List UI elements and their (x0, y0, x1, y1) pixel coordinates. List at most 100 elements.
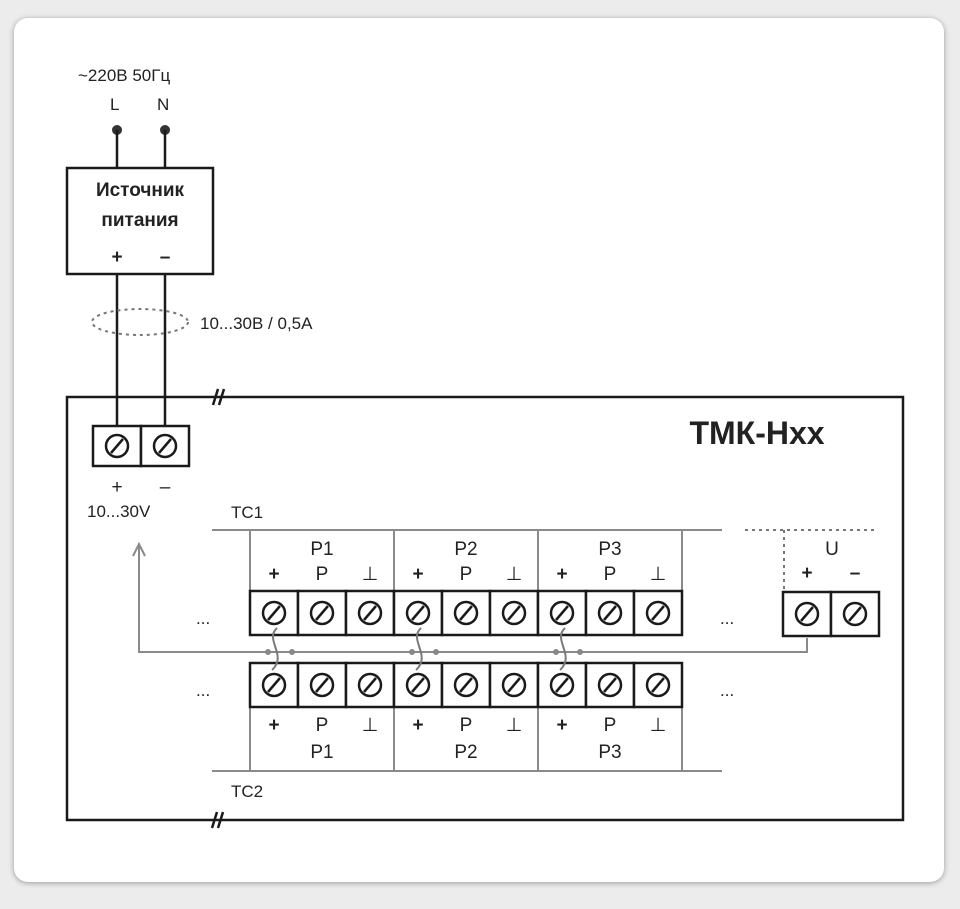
junction-dot (409, 649, 415, 655)
tc2-ellipsis-right: ... (720, 681, 734, 700)
plus-jumper (559, 627, 567, 671)
tc1-terminal (440, 589, 492, 637)
tc1-ellipsis-right: ... (720, 609, 734, 628)
junction-dot (265, 649, 271, 655)
tc1-gnd-label: ⊥ (362, 564, 379, 585)
screw-slot (267, 677, 281, 693)
u-plus-label: + (801, 563, 812, 584)
screw-slot (267, 605, 281, 621)
screw-slot (363, 605, 377, 621)
tc2-group-name: P1 (310, 742, 333, 763)
tc2-gnd-label: ⊥ (650, 715, 667, 736)
tc2-p-label: P (604, 715, 617, 736)
tc1-label: TC1 (231, 503, 263, 522)
tc1-plus-label: + (268, 564, 279, 585)
cable-label: 10...30В / 0,5А (200, 314, 313, 333)
screw-slot (411, 677, 425, 693)
psu-minus: – (160, 247, 171, 268)
tc1-terminal (344, 589, 396, 637)
feedback-wire (138, 546, 808, 653)
tc1-terminal (536, 589, 588, 637)
tc2-label: TC2 (231, 782, 263, 801)
tc1-p-label: P (604, 564, 617, 585)
tc2-terminal (296, 661, 348, 709)
tc2-terminal (344, 661, 396, 709)
tc1-terminal (584, 589, 636, 637)
power-terminal-minus (139, 424, 191, 468)
power-range-label: 10...30V (87, 502, 151, 521)
tc2-plus-label: + (268, 715, 279, 736)
tc2-gnd-label: ⊥ (506, 715, 523, 736)
tc1-group-name: P3 (598, 539, 621, 560)
tc2-terminal (392, 661, 444, 709)
device-title: ТМК-Нхх (689, 415, 824, 451)
tc2-ellipsis-left: ... (196, 681, 210, 700)
tc2-terminal (632, 661, 684, 709)
screw-slot (110, 438, 124, 454)
psu-line1: Источник (96, 180, 185, 201)
psu-line2: питания (101, 210, 178, 231)
tc1-p-label: P (316, 564, 329, 585)
junction-dot (553, 649, 559, 655)
junction-dot (433, 649, 439, 655)
tc2-terminal (248, 661, 300, 709)
break-mark-top-1 (211, 388, 220, 406)
tc1-terminal (488, 589, 540, 637)
screw-slot (158, 438, 172, 454)
tc2-plus-label: + (412, 715, 423, 736)
screw-slot (459, 677, 473, 693)
group-2: P2+P⊥+P⊥P2 (392, 530, 540, 771)
screw-slot (507, 677, 521, 693)
power-supply-box (65, 166, 215, 276)
screw-slot (363, 677, 377, 693)
tc1-plus-label: + (556, 564, 567, 585)
screw-slot (651, 605, 665, 621)
tc1-group-name: P1 (310, 539, 333, 560)
tc2-plus-label: + (556, 715, 567, 736)
tc2-p-label: P (316, 715, 329, 736)
feedback-arrow (132, 541, 146, 557)
tc2-group-name: P3 (598, 742, 621, 763)
screw-slot (603, 677, 617, 693)
tc2-terminal (488, 661, 540, 709)
tc1-gnd-label: ⊥ (650, 564, 667, 585)
supply-N: N (157, 95, 169, 114)
junction-dot (289, 649, 295, 655)
psu-plus: + (111, 247, 122, 268)
plus-jumper (415, 627, 423, 671)
tc1-p-label: P (460, 564, 473, 585)
screw-slot (315, 677, 329, 693)
tc1-plus-label: + (412, 564, 423, 585)
screw-slot (555, 677, 569, 693)
tc1-gnd-label: ⊥ (506, 564, 523, 585)
u-label: U (825, 539, 839, 560)
tc2-group-name: P2 (454, 742, 477, 763)
screw-slot (800, 606, 814, 622)
tc1-terminal (632, 589, 684, 637)
power-minus-label: – (160, 477, 171, 498)
screw-slot (459, 605, 473, 621)
supply-L: L (110, 95, 119, 114)
break-mark-bottom-1 (210, 811, 219, 829)
screw-slot (507, 605, 521, 621)
screw-slot (315, 605, 329, 621)
screw-slot (603, 605, 617, 621)
screw-slot (651, 677, 665, 693)
plus-jumper (271, 627, 279, 671)
tc2-p-label: P (460, 715, 473, 736)
device-enclosure (65, 395, 905, 822)
break-mark-top-2 (217, 388, 226, 406)
junction-dot (577, 649, 583, 655)
group-1: P1+P⊥+P⊥P1 (248, 530, 396, 771)
screw-slot (848, 606, 862, 622)
u-terminal-minus (829, 590, 881, 638)
group-3: P3 + P ⊥ + P ⊥ P3 (536, 530, 684, 771)
tc2-terminal (440, 661, 492, 709)
break-mark-bottom-2 (216, 811, 225, 829)
tc2-terminal (584, 661, 636, 709)
power-plus-label: + (111, 477, 122, 498)
tc1-terminal (248, 589, 300, 637)
tc2-terminal (536, 661, 588, 709)
